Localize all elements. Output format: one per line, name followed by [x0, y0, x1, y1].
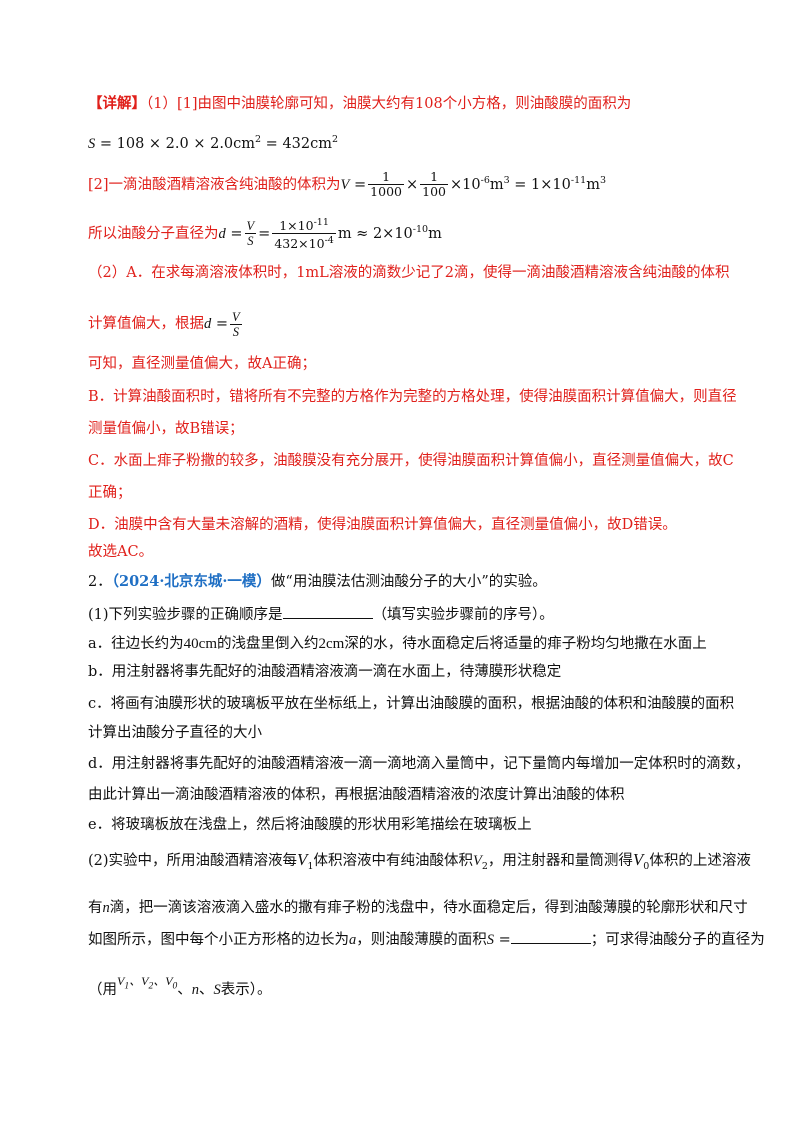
step-a: a．往边长约为40cm的浅盘里倒入约2cm深的水，待水面稳定后将适量的痱子粉均匀… [88, 636, 707, 652]
detail-p8a: C．水面上痱子粉撒的较多，油酸膜没有充分展开，使得油膜面积计算值偏小，直径测量值… [88, 453, 734, 469]
detail-line-1: 【详解】（1）[1]由图中油膜轮廓可知，油膜大约有108个小方格，则油酸膜的面积… [88, 94, 631, 114]
detail-p9: D．油膜中含有大量未溶解的酒精，使得油膜面积计算值偏大，直径测量值偏小，故D错误… [88, 517, 677, 533]
question-2-header: 2．（2024·北京东城·一模）做“用油膜法估测油酸分子的大小”的实验。 [88, 572, 547, 592]
step-b: b．用注射器将事先配好的油酸酒精溶液滴一滴在水面上，待薄膜形状稳定 [88, 664, 562, 680]
step-d-1: d．用注射器将事先配好的油酸酒精溶液一滴一滴地滴入量筒中，记下量筒内每增加一定体… [88, 756, 750, 772]
part2-line-3: 如图所示，图中每个小正方形格的边长为a，则油酸薄膜的面积S =；可求得油酸分子的… [88, 929, 765, 950]
detail-p8b: 正确； [88, 485, 132, 501]
answer-blank-area[interactable] [510, 929, 591, 944]
equation-area: S = 108 × 2.0 × 2.0cm2 = 432cm2 [88, 134, 339, 152]
part2-line-4: （用V1、V2、V0、n、S表示）。 [88, 974, 272, 998]
step-d-2: 由此计算出一滴油酸酒精溶液的体积，再根据油酸酒精溶液的浓度计算出油酸的体积 [88, 787, 625, 803]
detail-p7b: 测量值偏小，故B错误； [88, 421, 244, 437]
question-stem: 做“用油膜法估测油酸分子的大小”的实验。 [270, 574, 547, 590]
part2-line-1: (2)实验中，所用油酸酒精溶液每V1体积溶液中有纯油酸体积V2，用注射器和量筒测… [88, 850, 751, 872]
answer-blank-order[interactable] [282, 604, 373, 619]
detail-p4: （2）A．在求每滴溶液体积时，1mL溶液的滴数少记了2滴，使得一滴油酸酒精溶液含… [88, 265, 730, 281]
step-c-2: 计算出油酸分子直径的大小 [88, 725, 262, 741]
part2-line-2: 有n滴，把一滴该溶液滴入盛水的撒有痱子粉的浅盘中，待水面稳定后，得到油酸薄膜的轮… [88, 900, 748, 916]
part1-line: (1)下列实验步骤的正确顺序是（填写实验步骤前的序号）。 [88, 604, 554, 625]
detail-p1: （1）[1]由图中油膜轮廓可知，油膜大约有108个小方格，则油酸膜的面积为 [146, 96, 632, 112]
step-e: e．将玻璃板放在浅盘上，然后将油酸膜的形状用彩笔描绘在玻璃板上 [88, 817, 532, 833]
question-source: （2024·北京东城·一模） [111, 573, 271, 590]
detail-p6: 可知，直径测量值偏大，故A正确； [88, 356, 316, 372]
detail-p10: 故选AC。 [88, 544, 154, 560]
detail-label: 【详解】 [88, 95, 146, 112]
step-c-1: c．将画有油膜形状的玻璃板平放在坐标纸上，计算出油酸膜的面积，根据油酸的体积和油… [88, 696, 735, 712]
question-number: 2． [88, 574, 112, 590]
detail-p7a: B．计算油酸面积时，错将所有不完整的方格作为完整的方格处理，使得油膜面积计算值偏… [88, 389, 737, 405]
